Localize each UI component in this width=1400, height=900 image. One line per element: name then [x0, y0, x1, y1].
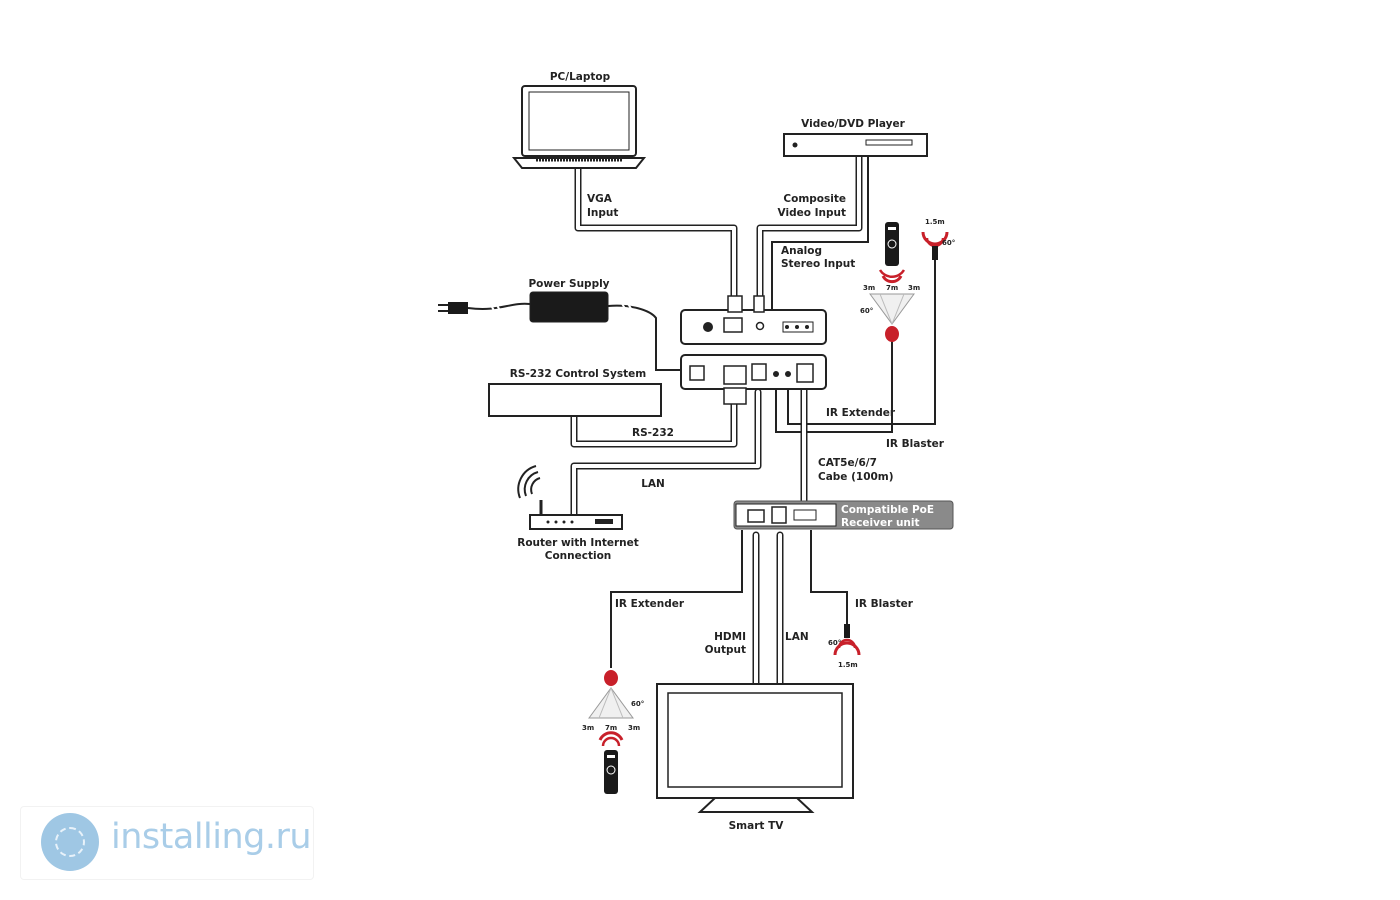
label-ext-bottom-left: 3m: [582, 724, 594, 732]
label-pc-laptop: PC/Laptop: [550, 71, 611, 83]
ir-extender-sensor-bottom: [588, 670, 634, 719]
label-ext-top-angle: 60°: [860, 307, 873, 315]
label-blaster-top-distance: 1.5m: [925, 218, 945, 226]
label-ext-bottom-angle: 60°: [631, 700, 644, 708]
ir-extender-cable-bottom: [610, 530, 743, 668]
watermark: installing.ru: [20, 806, 314, 880]
label-ext-top-mid: 7m: [886, 284, 898, 292]
label-ir-extender-top: IR Extender: [826, 407, 896, 419]
label-ir-blaster-bottom: IR Blaster: [855, 598, 914, 610]
label-rs232: RS-232: [632, 427, 674, 439]
ir-blaster-cable-bottom: [810, 530, 848, 626]
poe-receiver-unit: [733, 500, 954, 530]
label-ext-bottom-right: 3m: [628, 724, 640, 732]
label-lan-top: LAN: [641, 478, 665, 490]
ir-signal-icon-bottom: [598, 731, 624, 747]
transmitter-unit: [680, 295, 827, 405]
watermark-logo-icon: [41, 813, 99, 871]
ir-blaster-icon-bottom: [833, 624, 861, 656]
label-hdmi-1: HDMI: [714, 631, 746, 643]
laptop-icon: [511, 85, 647, 169]
ir-extender-sensor-top: [869, 293, 915, 342]
label-video-dvd-player: Video/DVD Player: [801, 118, 905, 130]
label-cat-2: Cabe (100m): [818, 471, 894, 483]
remote-control-icon-bottom: [604, 750, 618, 794]
label-lan-bottom: LAN: [785, 631, 809, 643]
label-ir-blaster-top: IR Blaster: [886, 438, 945, 450]
label-smart-tv: Smart TV: [729, 820, 785, 832]
transmitter-front-panel: [680, 309, 827, 345]
label-router-2: Connection: [545, 550, 612, 562]
smart-tv-icon: [656, 683, 854, 813]
power-cable: [467, 302, 531, 310]
label-blaster-bottom-angle: 60°: [828, 639, 841, 647]
label-blaster-bottom-distance: 1.5m: [838, 661, 858, 669]
ir-blaster-icon-top: [921, 231, 949, 260]
remote-control-icon-top: [885, 222, 899, 266]
label-receiver-2: Receiver unit: [841, 517, 920, 529]
label-power-supply: Power Supply: [528, 278, 609, 290]
ir-blaster-cable-top: [787, 260, 936, 425]
label-blaster-top-angle: 60°: [942, 239, 955, 247]
label-ext-top-left: 3m: [863, 284, 875, 292]
ir-extender-cable-top: [775, 340, 893, 433]
watermark-text: installing.ru: [111, 817, 312, 857]
label-vga-input-1: VGA: [587, 193, 613, 205]
analog-audio-cable: [771, 156, 869, 312]
ir-signal-icon-top: [878, 269, 906, 284]
label-receiver-1: Compatible PoE: [841, 504, 934, 516]
label-ir-extender-bottom: IR Extender: [615, 598, 685, 610]
label-vga-input-2: Input: [587, 207, 618, 219]
label-cat-1: CAT5e/6/7: [818, 457, 877, 469]
dvd-player-icon: [783, 133, 928, 157]
power-supply-icon: [438, 291, 635, 323]
label-rs232-control-system: RS-232 Control System: [510, 368, 646, 380]
label-composite-1: Composite: [783, 193, 846, 205]
label-ext-top-right: 3m: [908, 284, 920, 292]
label-ext-bottom-mid: 7m: [605, 724, 617, 732]
label-analog-1: Analog: [781, 245, 822, 257]
label-analog-2: Stereo Input: [781, 258, 855, 270]
rs232-control-system-box: [488, 383, 662, 417]
label-router-1: Router with Internet: [517, 537, 639, 549]
label-composite-2: Video Input: [778, 207, 846, 219]
label-hdmi-2: Output: [705, 644, 746, 656]
router-icon: [517, 465, 623, 530]
